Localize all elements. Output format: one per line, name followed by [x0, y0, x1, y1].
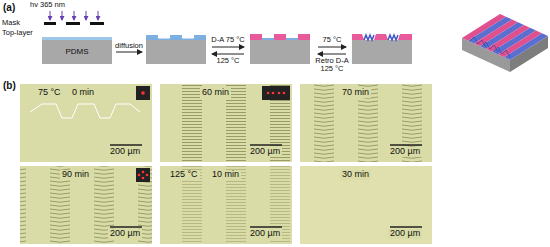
top-layer: [42, 37, 112, 40]
process-label: Mask: [2, 19, 20, 27]
process-label: Retro D-A 125 °C: [314, 57, 350, 74]
surface-3d: [462, 14, 548, 72]
pdms-block: [146, 40, 206, 64]
process-arrow: [116, 52, 142, 53]
process-label: diffusion: [115, 42, 143, 50]
block-label: PDMS: [65, 48, 88, 57]
micrograph-panel: 70 min 200 µm: [300, 84, 432, 162]
scale-bar-label: 200 µm: [248, 229, 282, 239]
panel-label: (b): [3, 80, 16, 91]
pdms-block: [250, 40, 310, 64]
scale-bar-label: 200 µm: [388, 229, 422, 239]
condition-label: 0 min: [70, 88, 96, 98]
pdms-block: PDMS: [42, 40, 112, 64]
condition-label: 60 min: [200, 88, 231, 98]
condition-label: 90 min: [60, 170, 91, 180]
condition-label: 70 min: [340, 88, 371, 98]
micrograph-panel: 75 °C 0 min 200 µm: [20, 84, 152, 162]
panel-label: (a): [3, 2, 15, 13]
condition-label: 10 min: [210, 170, 241, 180]
process-label: Top-layer: [2, 29, 33, 37]
process-arrow: [212, 47, 244, 48]
wrinkles: [364, 35, 398, 40]
micrograph-panel: 30 min 200 µm: [300, 166, 432, 244]
mask: [44, 22, 104, 25]
process-label: 75 °C: [323, 36, 342, 44]
condition-label: 125 °C: [168, 170, 200, 180]
pdms-block: [352, 40, 412, 64]
pdms-block: [42, 40, 112, 64]
process-label: D-A 75 °C: [211, 36, 244, 44]
process-arrow: [318, 47, 346, 48]
micrograph-panel: 90 min 200 µm: [20, 166, 152, 244]
condition-label: 30 min: [340, 170, 371, 180]
micrograph-panel: 125 °C 10 min 200 µm: [160, 166, 292, 244]
condition-label: 75 °C: [36, 88, 63, 98]
micrograph-panel: 60 min 200 µm: [160, 84, 292, 162]
micrographs: [20, 84, 432, 244]
process-label: 125 °C: [216, 57, 239, 65]
top-layer: [146, 35, 206, 40]
crosslinked-layer: [352, 34, 412, 40]
process-arrow: [318, 54, 346, 55]
process-label: hv 365 nm: [30, 1, 65, 9]
scale-bar-label: 200 µm: [248, 147, 282, 157]
uv-arrows: [50, 11, 98, 20]
scale-bar-label: 200 µm: [108, 147, 142, 157]
scale-bar-label: 200 µm: [108, 229, 142, 239]
scale-bar-label: 200 µm: [388, 147, 422, 157]
process-arrow: [212, 54, 244, 55]
crosslinked-layer: [250, 34, 310, 40]
